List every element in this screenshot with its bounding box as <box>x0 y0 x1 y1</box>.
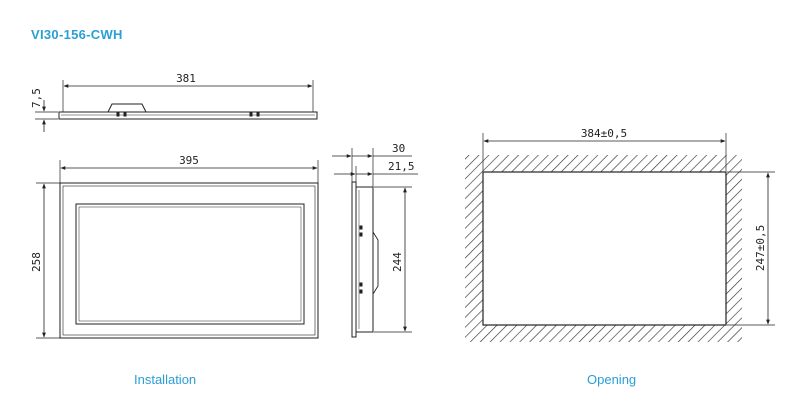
top-view-body <box>58 111 318 120</box>
opening-height-label: 247±0,5 <box>754 225 767 271</box>
depth-30-label: 30 <box>392 142 405 155</box>
top-view-bracket <box>107 103 147 113</box>
width-395-label: 395 <box>179 154 199 167</box>
front-view-frame <box>59 182 319 339</box>
side-view-body <box>355 186 374 333</box>
front-view-screen <box>75 203 305 325</box>
side-view-bezel <box>351 181 357 338</box>
thickness-7-5-label: 7,5 <box>30 88 43 108</box>
top-view <box>35 80 318 132</box>
opening-width-label: 384±0,5 <box>581 127 627 140</box>
front-view <box>36 160 319 339</box>
side-view <box>332 148 418 338</box>
opening-cutout <box>482 171 727 326</box>
depth-21-5-label: 21,5 <box>388 160 415 173</box>
opening-caption: Opening <box>587 372 637 387</box>
model-title: VI30-156-CWH <box>31 27 123 42</box>
width-381-label: 381 <box>176 72 196 85</box>
height-258-label: 258 <box>30 252 43 272</box>
opening-view <box>465 133 775 342</box>
installation-caption: Installation <box>134 372 197 387</box>
height-244-label: 244 <box>391 252 404 272</box>
opening-hatch <box>465 155 742 342</box>
